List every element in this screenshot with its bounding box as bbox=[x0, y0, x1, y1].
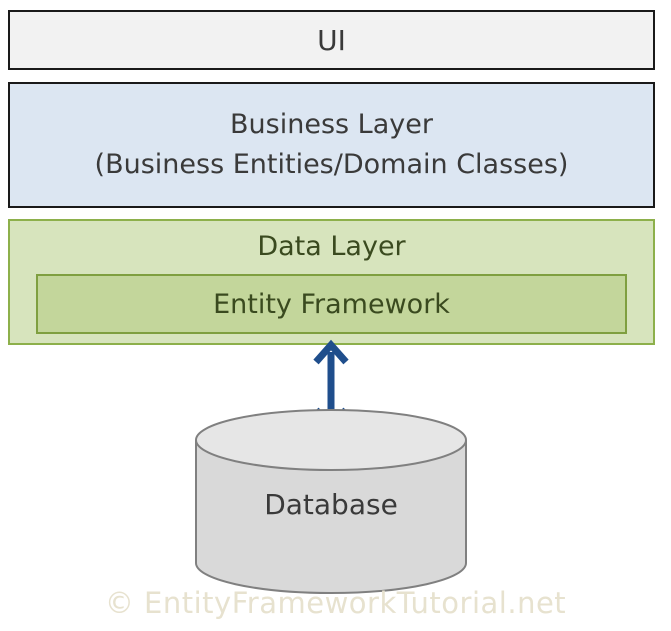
ui-layer-box: UI bbox=[8, 10, 655, 70]
business-layer-sublabel: (Business Entities/Domain Classes) bbox=[94, 149, 569, 180]
data-layer-label: Data Layer bbox=[257, 231, 406, 262]
entity-framework-box: Entity Framework bbox=[36, 274, 627, 334]
ui-layer-label: UI bbox=[317, 23, 346, 57]
copyright-watermark: © EntityFrameworkTutorial.net bbox=[104, 586, 567, 620]
database-cylinder-icon bbox=[195, 409, 467, 594]
database-label: Database bbox=[264, 488, 398, 521]
data-layer-box: Data Layer Entity Framework bbox=[8, 219, 655, 345]
business-layer-label: Business Layer bbox=[230, 109, 433, 140]
business-layer-box: Business Layer (Business Entities/Domain… bbox=[8, 82, 655, 208]
entity-framework-label: Entity Framework bbox=[213, 288, 450, 320]
